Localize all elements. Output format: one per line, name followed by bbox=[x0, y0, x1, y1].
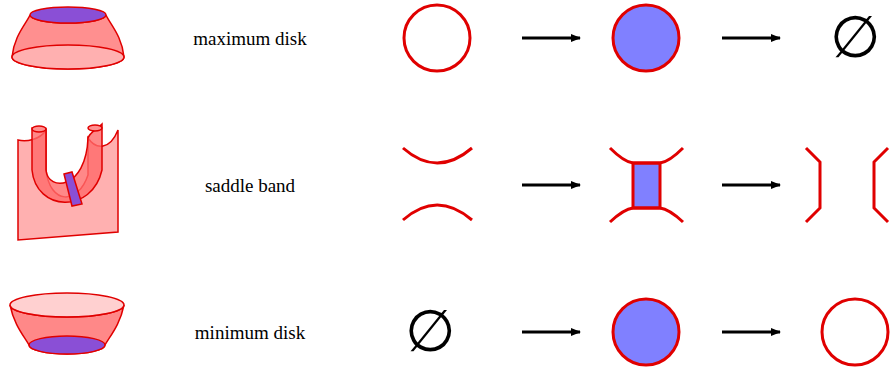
empty-circle bbox=[822, 299, 888, 365]
bowl-figure bbox=[10, 293, 124, 354]
saddle-figure bbox=[18, 124, 118, 240]
split-arcs bbox=[806, 148, 888, 222]
arrow bbox=[722, 184, 780, 187]
row-label: saddle band bbox=[205, 176, 295, 195]
filled-disk bbox=[613, 299, 679, 365]
arrow bbox=[522, 184, 580, 187]
empty-set: ∅ bbox=[830, 9, 881, 67]
band bbox=[610, 148, 683, 222]
arrow bbox=[522, 331, 580, 334]
filled-disk bbox=[613, 5, 679, 71]
dome-figure bbox=[12, 7, 124, 69]
arrow bbox=[722, 331, 780, 334]
row-label: maximum disk bbox=[193, 29, 306, 48]
arcs bbox=[403, 148, 472, 220]
arrow bbox=[722, 37, 780, 40]
row-label: minimum disk bbox=[195, 323, 305, 342]
empty-set: ∅ bbox=[405, 303, 456, 361]
empty-circle bbox=[404, 5, 470, 71]
arrow bbox=[522, 37, 580, 40]
